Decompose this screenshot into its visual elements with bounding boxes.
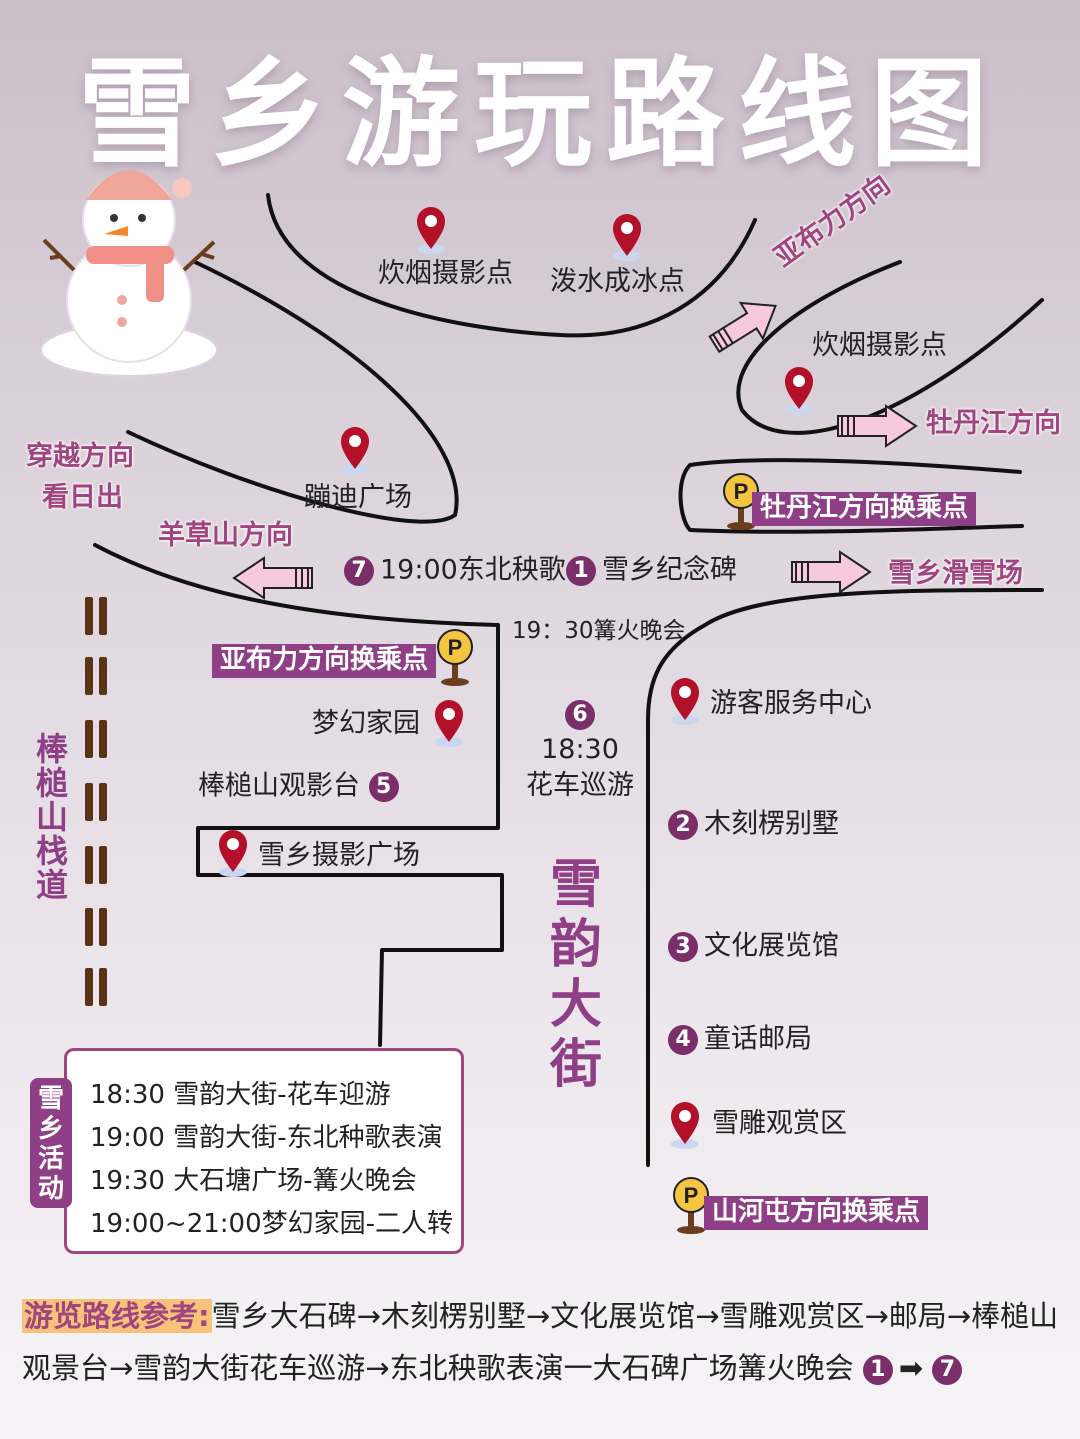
step-number: 2 — [668, 810, 698, 840]
arrow-ski-resort-icon — [791, 550, 872, 594]
svg-text:P: P — [734, 479, 749, 504]
step-number: 6 — [565, 699, 595, 730]
place-bonfire: 19：30篝火晚会 — [512, 618, 686, 644]
place-visitor-center: 游客服务中心 — [710, 688, 872, 719]
trail-name: 棒槌山栈道 — [35, 730, 68, 904]
place-disco-square: 蹦迪广场 — [304, 482, 412, 513]
road-right-branch — [678, 458, 1024, 534]
location-pin-icon — [613, 214, 641, 261]
route-label: 游览路线参考: — [22, 1299, 212, 1333]
trail-dash — [82, 968, 110, 1006]
route-start-number: 1 — [862, 1355, 893, 1385]
place-photo-square: 雪乡摄影广场 — [258, 840, 420, 871]
route-arrow: ➡ — [898, 1351, 924, 1385]
location-pin-icon — [671, 1102, 699, 1149]
street-name: 雪韵大街 — [549, 855, 602, 1095]
place-dream-home: 梦幻家园 — [312, 708, 420, 739]
location-pin-icon — [435, 700, 463, 747]
step-number: 5 — [368, 772, 399, 802]
activity-item: 19:00 雪韵大街-东北种歌表演 — [90, 1123, 443, 1153]
trail-dash — [82, 908, 110, 946]
transfer-yabuli: 亚布力方向换乘点 — [212, 644, 437, 678]
place-observation-deck: 棒槌山观影台 5 — [198, 772, 405, 802]
trail-dash — [82, 783, 110, 821]
trail-dash — [82, 846, 110, 884]
activities-tag: 雪乡活动 — [30, 1078, 72, 1208]
arrow-yangcaoshan-icon — [232, 556, 313, 600]
road-main-right — [646, 588, 1044, 1167]
location-pin-icon — [785, 367, 813, 414]
arrow-yabuli-icon — [708, 301, 777, 354]
trail-dash — [82, 657, 110, 695]
place-smoke-photo-2: 炊烟摄影点 — [812, 330, 947, 361]
activities-panel — [64, 1048, 464, 1254]
trail-dash — [82, 597, 110, 635]
road-top — [266, 193, 757, 338]
step-number: 4 — [668, 1025, 698, 1055]
float-parade: 6 18:30 花车巡游 — [526, 699, 634, 801]
route-text: 雪乡大石碑→木刻楞别墅→文化展览馆→雪雕观赏区→邮局→棒槌山观景台→雪韵大街花车… — [22, 1299, 1059, 1385]
step-number: 3 — [668, 932, 698, 962]
location-pin-icon — [417, 207, 445, 254]
route-reference: 游览路线参考:雪乡大石碑→木刻楞别墅→文化展览馆→雪雕观赏区→邮局→棒槌山观景台… — [22, 1290, 1062, 1394]
place-splash-ice: 泼水成冰点 — [550, 266, 685, 297]
direction-crossing: 穿越方向 — [26, 441, 134, 472]
svg-text:P: P — [448, 635, 463, 660]
direction-mudanjiang: 牡丹江方向 — [926, 408, 1061, 439]
parking-icon: P — [673, 1177, 709, 1234]
place-sculpture-area: 雪雕观赏区 — [712, 1108, 847, 1139]
direction-sunrise: 看日出 — [42, 482, 123, 513]
road-right-upper — [736, 260, 1044, 435]
direction-yangcaoshan: 羊草山方向 — [158, 520, 293, 551]
transfer-shanhetun: 山河屯方向换乘点 — [704, 1196, 929, 1230]
location-pin-icon — [219, 830, 247, 877]
direction-ski-resort: 雪乡滑雪场 — [888, 558, 1023, 589]
snowman-icon — [40, 170, 218, 377]
place-smoke-photo-1: 炊烟摄影点 — [378, 258, 513, 289]
activity-item: 19:30 大石塘广场-篝火晚会 — [90, 1166, 417, 1196]
step-number: 1 — [566, 556, 596, 586]
trail-dash — [82, 720, 110, 758]
activity-item: 19:00~21:00梦幻家园-二人转 — [90, 1209, 454, 1239]
activity-item: 18:30 雪韵大街-花车迎游 — [90, 1080, 391, 1110]
page-title: 雪乡游玩路线图 — [77, 45, 1002, 183]
route-end-number: 7 — [932, 1355, 963, 1385]
arrow-mudanjiang-icon — [837, 404, 918, 448]
location-pin-icon — [671, 678, 699, 725]
road-main-left — [93, 543, 504, 1047]
road-left-loop — [126, 260, 459, 524]
parking-icon: P — [723, 473, 759, 530]
svg-text:P: P — [684, 1183, 699, 1208]
step-number: 7 — [344, 556, 374, 586]
parking-icon: P — [437, 629, 473, 686]
location-pin-icon — [341, 427, 369, 474]
transfer-mudanjiang: 牡丹江方向换乘点 — [752, 492, 977, 526]
